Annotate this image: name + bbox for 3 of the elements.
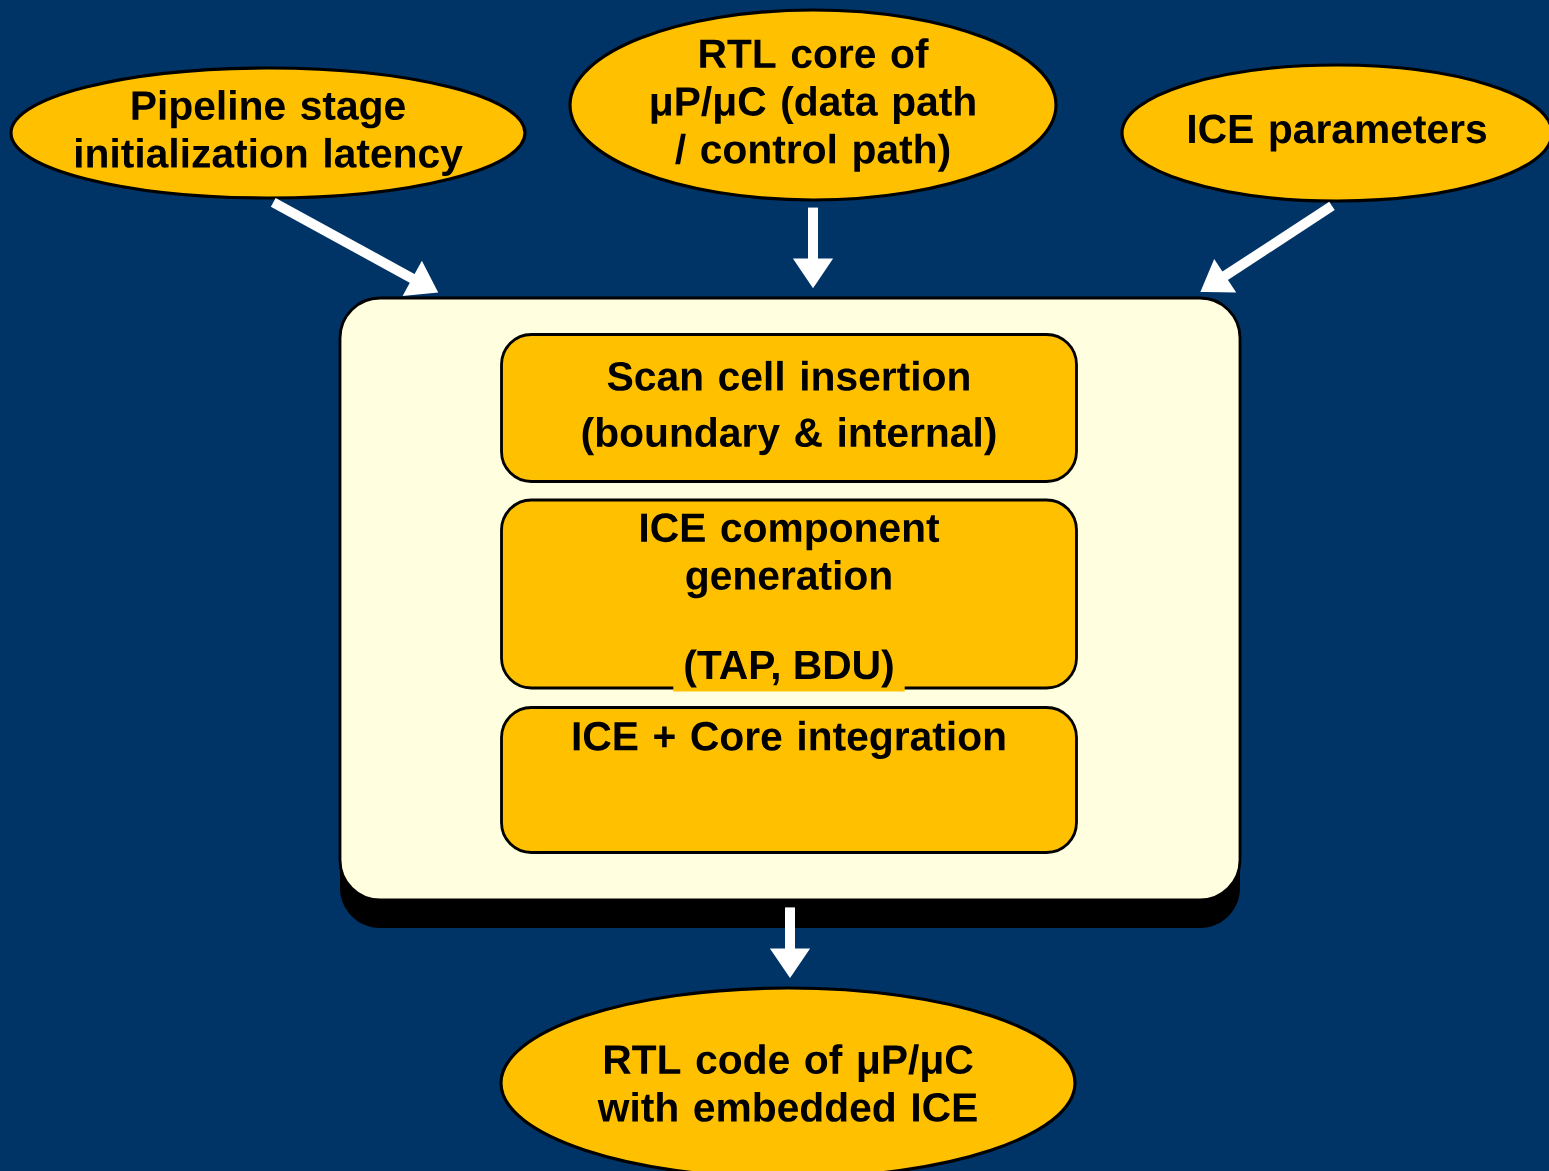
process-box: Scan cell insertion (boundary & internal) [500, 333, 1078, 483]
process-box: ICE + Core integration [500, 706, 1078, 854]
process-box: ICE component generation (TAP, BDU) [500, 498, 1078, 692]
